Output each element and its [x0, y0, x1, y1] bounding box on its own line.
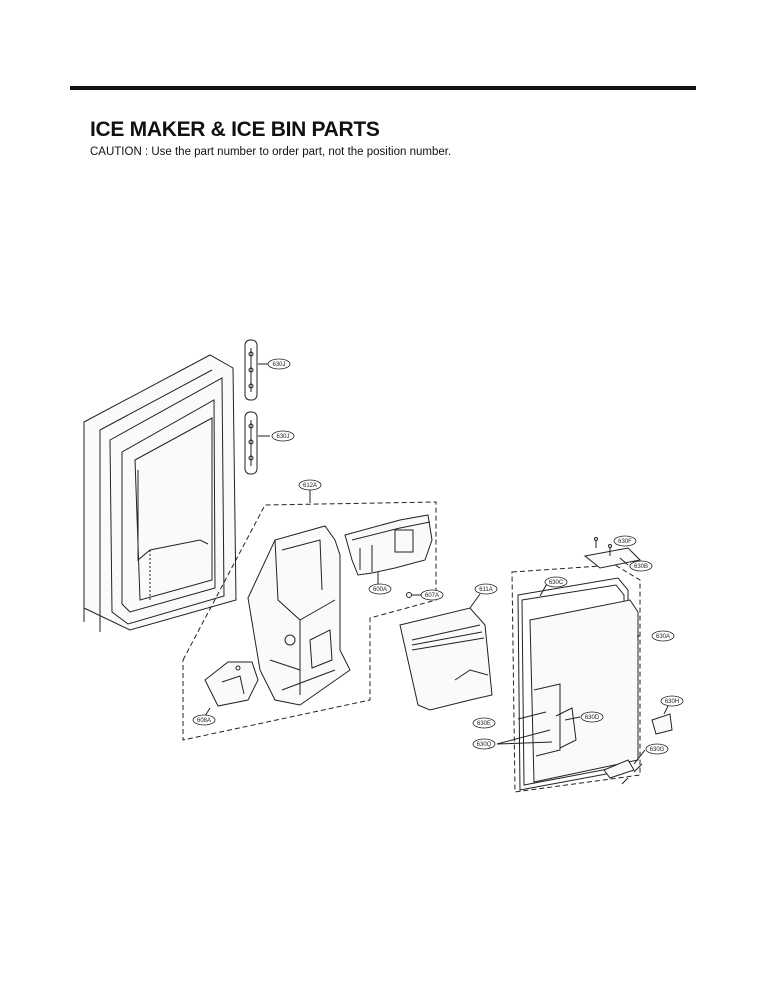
caution-note: CAUTION : Use the part number to order p… [90, 146, 452, 158]
callout-630B: 630B [634, 564, 648, 570]
630J-hinge-upper [244, 339, 270, 401]
612A-assembly-outline [182, 501, 437, 741]
callout-630J-upper: 630J [272, 362, 285, 368]
ice-bin-door-outline [511, 564, 641, 793]
callout-630H: 630H [665, 699, 679, 705]
callout-630A: 630A [656, 634, 670, 640]
611A-cover-drawing [399, 593, 493, 711]
callout-600A: 600A [373, 587, 387, 593]
630H-part-drawing [651, 705, 673, 735]
door-frame-drawing [83, 354, 237, 632]
callout-608A: 608A [197, 718, 211, 724]
callout-612A: 612A [303, 483, 317, 489]
630G-bracket-drawing [603, 759, 643, 785]
callout-630C: 630C [549, 580, 564, 586]
600A-ice-maker-drawing [344, 514, 433, 585]
630F-hinge-bracket-drawing [583, 537, 642, 569]
callout-630G: 630G [650, 747, 665, 753]
page-title: ICE MAKER & ICE BIN PARTS [90, 118, 380, 141]
ice-maker-housing-drawing [247, 525, 351, 706]
608A-bracket-drawing [204, 661, 259, 717]
callout-607A: 607A [425, 593, 439, 599]
607A-screw-drawing [406, 592, 422, 598]
callout-630Q: 630Q [477, 742, 492, 748]
callout-611A: 611A [479, 587, 493, 593]
630A-ice-bin-door-drawing [517, 577, 639, 791]
header-rule [70, 86, 696, 90]
callout-630E: 630E [477, 721, 491, 727]
callout-630D: 630D [585, 715, 600, 721]
callout-630J-lower: 630J [276, 434, 289, 440]
630J-hinge-lower [244, 411, 270, 475]
callout-630F: 630F [618, 539, 632, 545]
